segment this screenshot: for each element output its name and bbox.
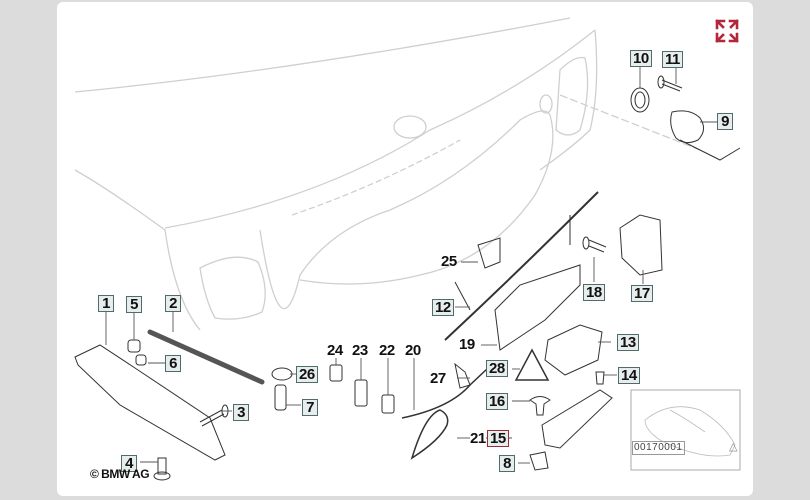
part-label-11[interactable]: 11 bbox=[662, 51, 683, 68]
part-label-3[interactable]: 3 bbox=[233, 404, 249, 421]
part-label-13[interactable]: 13 bbox=[617, 334, 639, 351]
handle-strip-part bbox=[541, 389, 613, 449]
part-label-8[interactable]: 8 bbox=[499, 455, 515, 472]
part-label-2[interactable]: 2 bbox=[165, 295, 181, 312]
part-label-20[interactable]: 20 bbox=[405, 342, 421, 359]
part-label-14[interactable]: 14 bbox=[618, 367, 640, 384]
part-label-19[interactable]: 19 bbox=[459, 336, 475, 353]
diagram-reference-id: 00170001 bbox=[632, 441, 685, 455]
bracket-part bbox=[477, 237, 501, 269]
parts-linework bbox=[74, 65, 741, 481]
part-label-1[interactable]: 1 bbox=[98, 295, 114, 312]
warning-sticker-part bbox=[514, 348, 550, 381]
part-label-9[interactable]: 9 bbox=[717, 113, 733, 130]
part-label-21[interactable]: 21 bbox=[470, 430, 486, 447]
trunk-lid-outline bbox=[74, 17, 701, 331]
bolt-part bbox=[588, 239, 607, 253]
part-label-15-selected[interactable]: 15 bbox=[487, 430, 509, 447]
copyright-notice: © BMW AG bbox=[90, 467, 150, 481]
part-label-25[interactable]: 25 bbox=[441, 253, 457, 270]
hinge-part bbox=[74, 344, 226, 461]
actuator-part bbox=[544, 324, 603, 376]
screw-part bbox=[661, 79, 683, 92]
housing-part bbox=[619, 214, 663, 276]
vehicle-outline bbox=[644, 406, 736, 457]
part-label-10[interactable]: 10 bbox=[630, 50, 652, 67]
warning-triangle-icon: △ bbox=[729, 441, 738, 453]
part-label-7[interactable]: 7 bbox=[302, 399, 318, 416]
part-label-5[interactable]: 5 bbox=[126, 296, 142, 313]
part-label-22[interactable]: 22 bbox=[379, 342, 395, 359]
handle-part bbox=[410, 409, 449, 460]
part-label-16[interactable]: 16 bbox=[486, 393, 508, 410]
lock-body-part bbox=[494, 264, 581, 351]
strut-part bbox=[147, 329, 265, 385]
vehicle-inset[interactable] bbox=[630, 389, 741, 471]
part-label-27[interactable]: 27 bbox=[430, 370, 446, 387]
part-label-28[interactable]: 28 bbox=[486, 360, 508, 377]
expand-icon-graphic bbox=[715, 19, 739, 43]
part-label-18[interactable]: 18 bbox=[583, 284, 605, 301]
part-label-23[interactable]: 23 bbox=[352, 342, 368, 359]
rod-part bbox=[444, 191, 599, 341]
part-label-4[interactable]: 4 bbox=[121, 455, 137, 472]
expand-arrows-icon[interactable] bbox=[714, 18, 740, 44]
part-label-26[interactable]: 26 bbox=[296, 366, 318, 383]
part-label-12[interactable]: 12 bbox=[432, 299, 454, 316]
part-label-24[interactable]: 24 bbox=[327, 342, 343, 359]
lock-cylinder-part bbox=[670, 110, 704, 144]
part-label-17[interactable]: 17 bbox=[631, 285, 653, 302]
part-label-6[interactable]: 6 bbox=[165, 355, 181, 372]
